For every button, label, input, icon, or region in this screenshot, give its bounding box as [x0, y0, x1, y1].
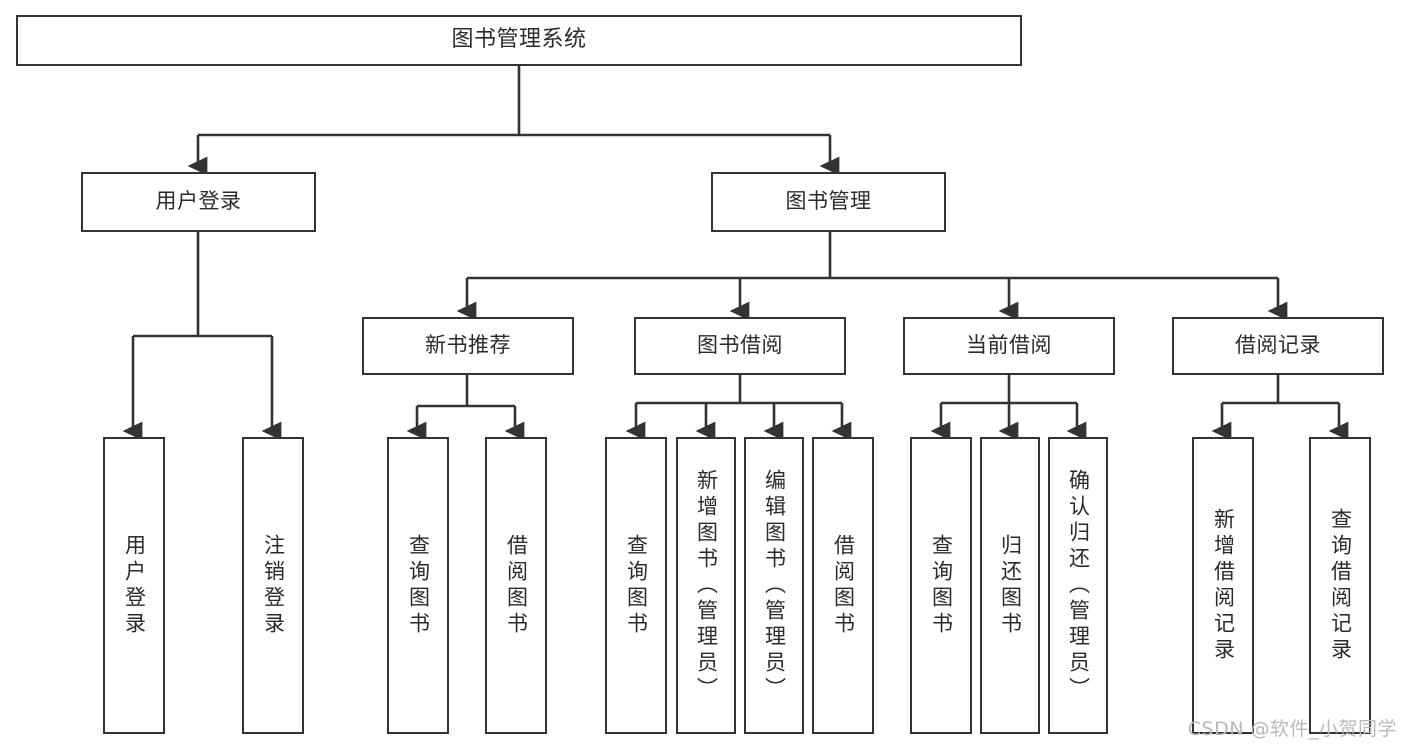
- leaf-confirm-return-admin[interactable]: 确认归还（管理员）: [1048, 437, 1108, 734]
- leaf-return-book[interactable]: 归还图书: [980, 437, 1040, 734]
- node-new-book-recommend[interactable]: 新书推荐: [362, 317, 574, 375]
- node-label: 新增图书（管理员）: [694, 468, 719, 703]
- node-label: 图书借阅: [697, 333, 783, 358]
- leaf-user-login[interactable]: 用户登录: [103, 437, 165, 734]
- leaf-query-borrow-record[interactable]: 查询借阅记录: [1309, 437, 1371, 734]
- node-label: 用户登录: [122, 533, 147, 638]
- node-label: 查询图书: [929, 533, 954, 638]
- node-label: 当前借阅: [966, 333, 1052, 358]
- node-label: 归还图书: [998, 533, 1023, 638]
- leaf-query-book-current[interactable]: 查询图书: [910, 437, 972, 734]
- node-label: 借阅记录: [1235, 333, 1321, 358]
- node-label: 借阅图书: [831, 533, 856, 638]
- leaf-borrow-book[interactable]: 借阅图书: [812, 437, 874, 734]
- node-label: 确认归还（管理员）: [1066, 468, 1091, 703]
- node-label: 查询借阅记录: [1328, 507, 1353, 664]
- leaf-add-borrow-record[interactable]: 新增借阅记录: [1192, 437, 1254, 734]
- node-borrow-record[interactable]: 借阅记录: [1172, 317, 1384, 375]
- node-user-login[interactable]: 用户登录: [81, 172, 316, 232]
- leaf-borrow-book-recommend[interactable]: 借阅图书: [485, 437, 547, 734]
- node-label: 借阅图书: [504, 533, 529, 638]
- node-label: 用户登录: [155, 189, 242, 214]
- node-label: 编辑图书（管理员）: [762, 468, 787, 703]
- node-current-borrow[interactable]: 当前借阅: [903, 317, 1115, 375]
- node-book-management[interactable]: 图书管理: [711, 172, 946, 232]
- leaf-edit-book-admin[interactable]: 编辑图书（管理员）: [744, 437, 804, 734]
- node-label: 注销登录: [261, 533, 286, 638]
- node-label: 新增借阅记录: [1211, 507, 1236, 664]
- leaf-query-book-recommend[interactable]: 查询图书: [387, 437, 449, 734]
- node-label: 查询图书: [624, 533, 649, 638]
- node-label: 图书管理系统: [451, 27, 587, 53]
- node-label: 查询图书: [406, 533, 431, 638]
- node-label: 新书推荐: [425, 333, 511, 358]
- leaf-query-book-borrow[interactable]: 查询图书: [605, 437, 667, 734]
- node-root-system[interactable]: 图书管理系统: [16, 15, 1022, 66]
- leaf-add-book-admin[interactable]: 新增图书（管理员）: [676, 437, 736, 734]
- node-book-borrow[interactable]: 图书借阅: [634, 317, 846, 375]
- leaf-logout-login[interactable]: 注销登录: [242, 437, 304, 734]
- node-label: 图书管理: [785, 189, 872, 214]
